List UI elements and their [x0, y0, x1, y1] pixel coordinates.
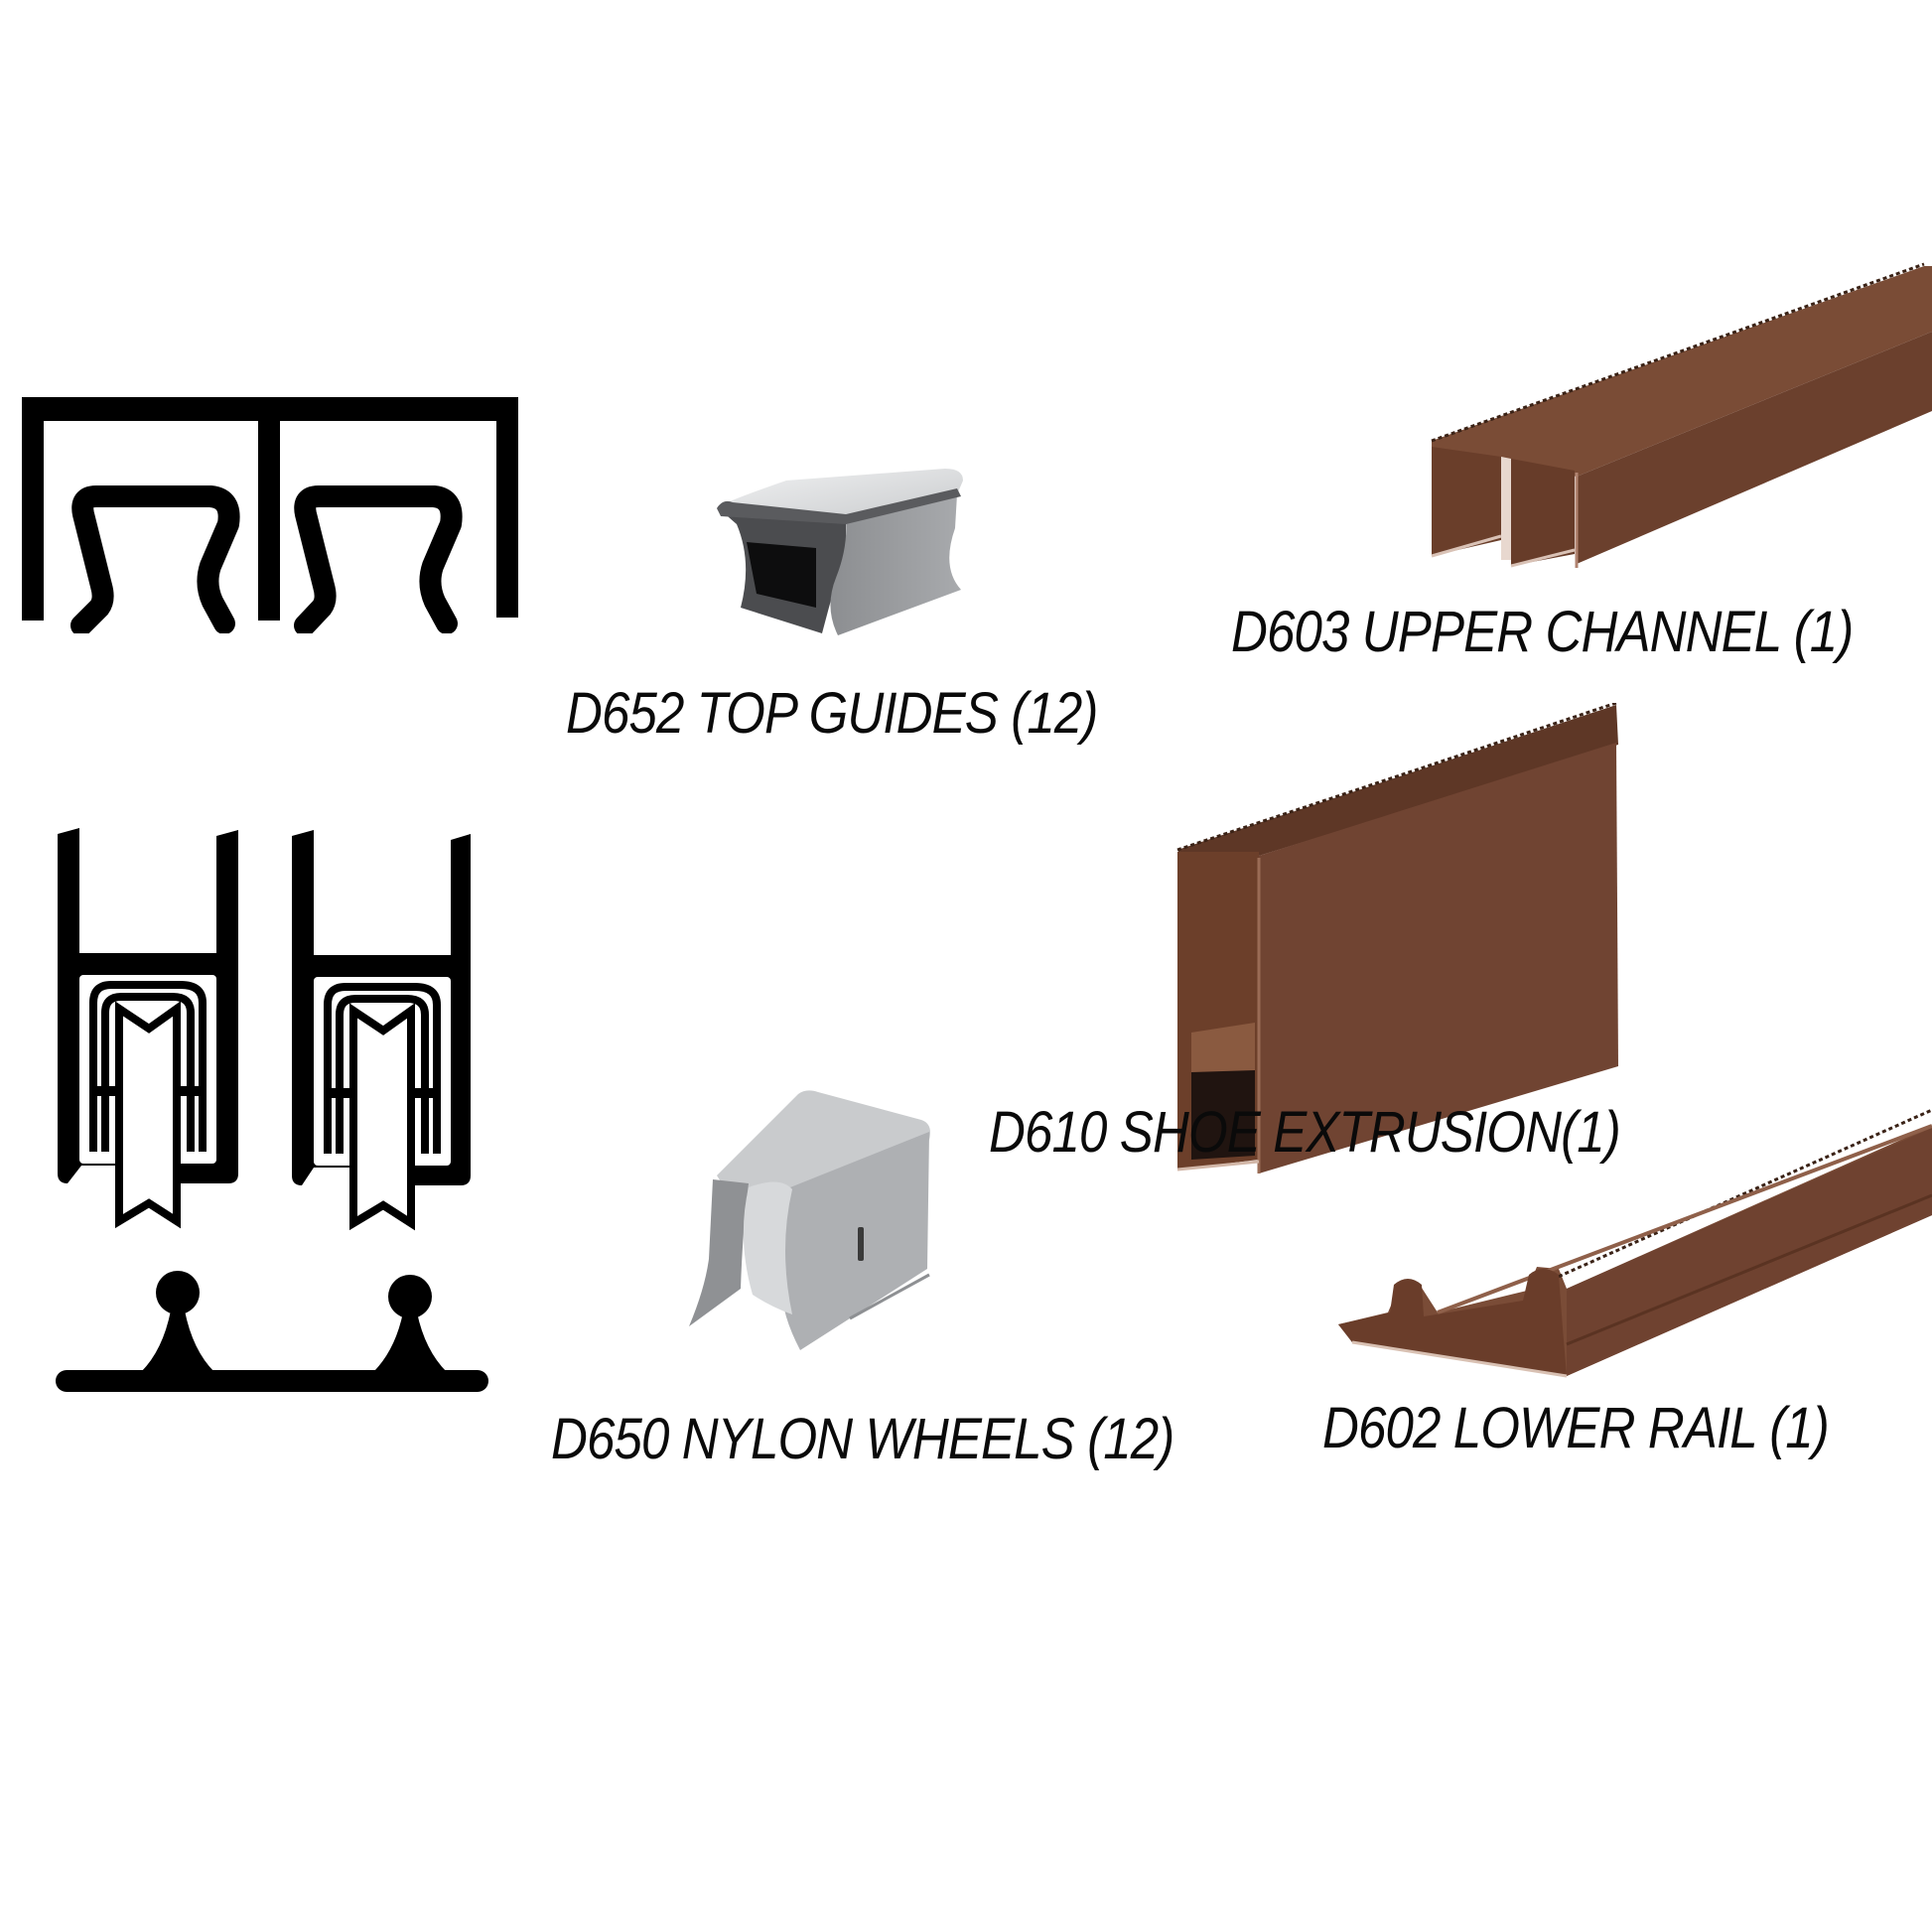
label-upper-channel: D603 UPPER CHANNEL (1)	[1231, 600, 1854, 664]
top-guide-image	[707, 459, 1020, 639]
label-shoe-extrusion: D610 SHOE EXTRUSION(1)	[989, 1100, 1621, 1165]
label-lower-rail: D602 LOWER RAIL (1)	[1322, 1396, 1830, 1460]
nylon-wheel-image	[683, 1080, 941, 1360]
shoe-extrusion-image	[1175, 703, 1622, 1175]
label-nylon-wheels: D650 NYLON WHEELS (12)	[551, 1407, 1174, 1471]
upper-channel-profile-icon	[12, 395, 526, 633]
lower-rail-profile-icon	[54, 814, 490, 1459]
label-top-guides: D652 TOP GUIDES (12)	[566, 681, 1098, 746]
upper-channel-image	[1428, 242, 1932, 570]
lower-rail-image	[1328, 1086, 1932, 1380]
